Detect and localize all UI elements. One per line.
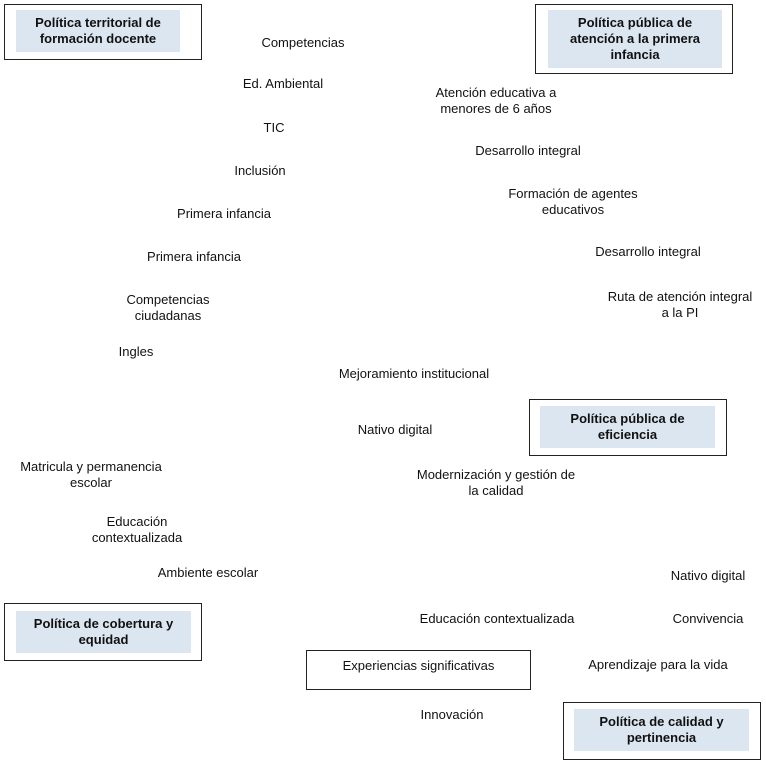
- term-mejoramiento: Mejoramiento institucional: [338, 366, 490, 381]
- term-educacion-contextualizada-2: Educación contextualizada: [419, 611, 575, 626]
- term-desarrollo-integral-2: Desarrollo integral: [595, 244, 701, 259]
- term-ed-ambiental: Ed. Ambiental: [242, 76, 324, 91]
- term-inclusion: Inclusión: [234, 163, 286, 178]
- policy-box-eficiencia: Política pública de eficiencia: [529, 399, 727, 456]
- term-convivencia: Convivencia: [672, 611, 744, 626]
- term-competencias: Competencias: [261, 35, 345, 50]
- term-educacion-contextualizada-1: Educación contextualizada: [91, 514, 183, 545]
- policy-title-cobertura: Política de cobertura y equidad: [16, 611, 191, 653]
- term-tic: TIC: [263, 120, 285, 135]
- policy-box-calidad: Política de calidad y pertinencia: [563, 702, 761, 760]
- term-aprendizaje: Aprendizaje para la vida: [588, 657, 728, 672]
- term-competencias-ciudadanas: Competencias ciudadanas: [126, 292, 210, 323]
- term-primera-infancia-2: Primera infancia: [147, 249, 241, 264]
- term-experiencias-significativas: Experiencias significativas: [306, 650, 531, 690]
- term-ingles: Ingles: [118, 344, 154, 359]
- policy-title-calidad: Política de calidad y pertinencia: [574, 709, 749, 751]
- policy-title-eficiencia: Política pública de eficiencia: [540, 406, 715, 448]
- term-innovacion: Innovación: [420, 707, 484, 722]
- term-modernizacion: Modernización y gestión de la calidad: [416, 467, 576, 498]
- term-desarrollo-integral-1: Desarrollo integral: [475, 143, 581, 158]
- term-ambiente-escolar: Ambiente escolar: [157, 565, 259, 580]
- policy-box-territorial: Política territorial de formación docent…: [4, 4, 202, 60]
- term-nativo-digital-1: Nativo digital: [357, 422, 433, 437]
- term-primera-infancia-1: Primera infancia: [177, 206, 271, 221]
- policy-box-cobertura: Política de cobertura y equidad: [4, 603, 202, 661]
- term-nativo-digital-2: Nativo digital: [670, 568, 746, 583]
- term-ruta-atencion: Ruta de atención integral a la PI: [607, 289, 753, 320]
- policy-title-primera-infancia: Política pública de atención a la primer…: [548, 10, 722, 68]
- policy-box-primera-infancia: Política pública de atención a la primer…: [535, 4, 733, 74]
- term-atencion-educativa: Atención educativa a menores de 6 años: [435, 85, 557, 116]
- term-matricula: Matricula y permanencia escolar: [20, 459, 162, 490]
- term-formacion-agentes: Formación de agentes educativos: [508, 186, 638, 217]
- policy-title-territorial: Política territorial de formación docent…: [16, 10, 180, 52]
